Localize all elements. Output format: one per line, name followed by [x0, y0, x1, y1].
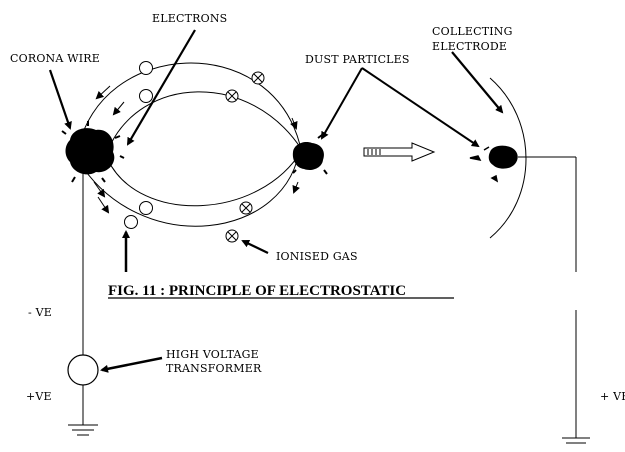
collecting-leader — [451, 51, 504, 114]
dust-leader-left — [321, 67, 363, 140]
ionised-particle — [251, 71, 265, 85]
ground-symbol-right — [562, 437, 590, 444]
ionised-gas-leader — [241, 239, 269, 254]
ionised-particle — [239, 201, 253, 215]
migration-arrow — [363, 142, 436, 162]
positive-terminal-label-left: +VE — [26, 390, 52, 403]
collecting-electrode-plate — [489, 77, 527, 239]
electron-circle — [139, 201, 153, 215]
ground-symbol-left — [68, 424, 98, 436]
corona-leader — [48, 69, 72, 130]
dust-particles-label: DUST PARTICLES — [305, 53, 410, 66]
transformer-symbol — [67, 354, 99, 386]
electron-circle — [124, 215, 138, 229]
figure-title: FIG. 11 : PRINCIPLE OF ELECTROSTATIC — [108, 283, 406, 299]
electron-circle — [139, 89, 153, 103]
negative-terminal-label: - VE — [28, 306, 52, 319]
transformer-leader — [100, 356, 163, 373]
circuit-wiring — [67, 156, 590, 444]
corona-wire-blob — [61, 121, 125, 183]
transformer-label-line1: HIGH VOLTAGE — [166, 348, 259, 361]
collected-dust-blob — [469, 145, 518, 183]
corona-wire-label: CORONA WIRE — [10, 52, 100, 65]
ionised-gas-label: IONISED GAS — [276, 250, 358, 263]
inner-gas-orbit — [107, 91, 303, 207]
electron-circle — [139, 61, 153, 75]
ionised-particles — [225, 71, 265, 243]
dust-particle-blob — [292, 134, 328, 175]
orbit-direction-arrows — [93, 85, 300, 214]
transformer-label-line2: TRANSFORMER — [166, 362, 262, 375]
electrons-label: ELECTRONS — [152, 12, 227, 25]
collecting-electrode-label-line2: ELECTRODE — [432, 40, 507, 53]
dust-leader-right — [361, 67, 480, 148]
positive-terminal-label-right: + VE — [600, 390, 625, 403]
collecting-electrode-label-line1: COLLECTING — [432, 25, 513, 38]
leader-arrows — [48, 29, 504, 373]
ionised-particle — [225, 89, 239, 103]
electron-markers — [124, 61, 153, 229]
ionised-particle — [225, 229, 239, 243]
electrons-leader — [126, 29, 196, 146]
